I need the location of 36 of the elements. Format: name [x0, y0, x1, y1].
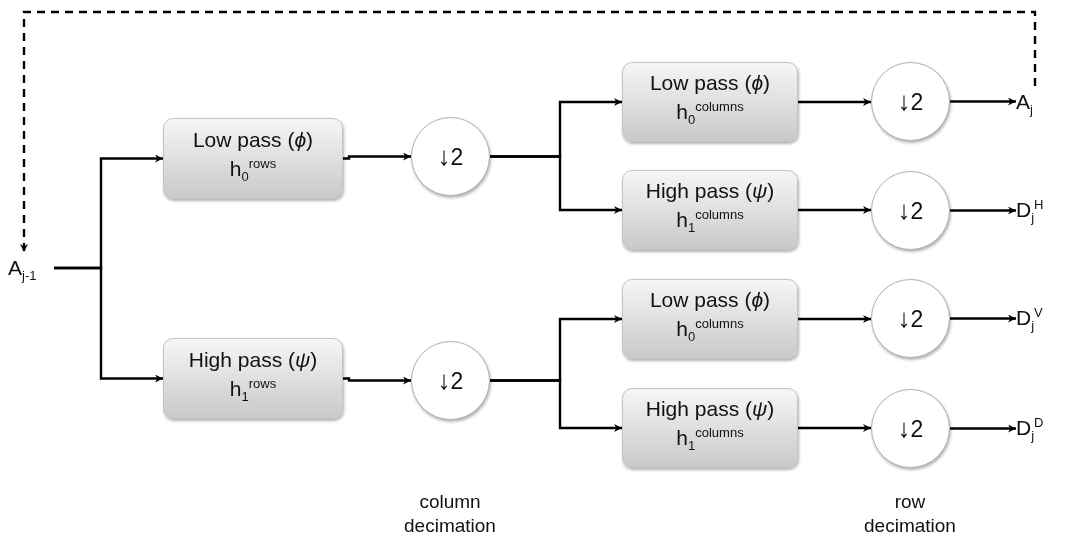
- arrow: [950, 97, 1016, 106]
- arrow: [798, 424, 871, 432]
- filter-name: Low pass (ϕ): [649, 71, 771, 96]
- downsample-circle: ↓2: [871, 171, 950, 250]
- arrow: [343, 376, 411, 385]
- arrow: [343, 152, 411, 161]
- arrow: [950, 424, 1016, 433]
- arrow: [798, 206, 871, 214]
- downsample-circle: ↓2: [871, 62, 950, 141]
- downsample-circle: ↓2: [411, 117, 490, 196]
- filter-box: [163, 118, 343, 199]
- arrow: [490, 155, 622, 214]
- downsample-circle: ↓2: [871, 389, 950, 468]
- downsample-circle: ↓2: [411, 341, 490, 420]
- stage-caption: row decimation: [863, 490, 957, 538]
- arrow: [950, 206, 1016, 215]
- arrow: [798, 98, 871, 106]
- filter-name: High pass (ψ): [645, 397, 775, 422]
- downsample-circle: ↓2: [871, 279, 950, 358]
- arrow: [950, 314, 1016, 323]
- arrow: [54, 266, 163, 383]
- filter-box: [622, 279, 798, 359]
- filter-box: [622, 170, 798, 250]
- signal-label: A$_{j-1}$: [8, 252, 54, 284]
- arrow: [798, 315, 871, 323]
- filter-name: Low pass (ϕ): [649, 288, 771, 313]
- arrow: [490, 379, 622, 432]
- filter-box: [622, 388, 798, 468]
- filter-name: High pass (ψ): [645, 179, 775, 204]
- filter-name: Low pass (ϕ): [192, 127, 314, 152]
- filter-box: [622, 62, 798, 142]
- filter-box: [163, 338, 343, 419]
- stage-caption: column decimation: [403, 490, 497, 538]
- filter-name: High pass (ψ): [188, 347, 318, 372]
- signal-label: A$_{j}$: [1016, 86, 1056, 118]
- feedback-arrow: [20, 10, 1037, 252]
